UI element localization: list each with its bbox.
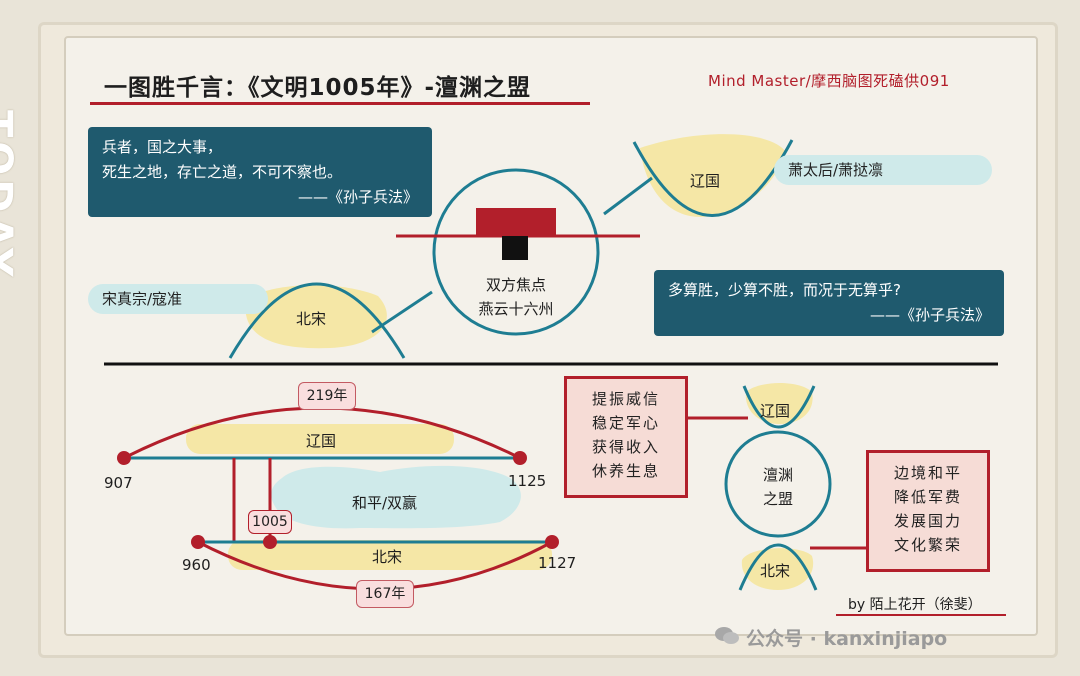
- song-duration-tag: 167年: [356, 580, 414, 608]
- effect-item: 提振威信: [591, 390, 660, 408]
- song-timeline-label: 北宋: [372, 548, 403, 566]
- quote-source: ——《孙子兵法》: [297, 188, 418, 206]
- author-signature: by 陌上花开（徐斐）: [848, 597, 982, 613]
- peace-label: 和平/双赢: [352, 494, 418, 512]
- effect-item: 发展国力: [893, 512, 962, 530]
- treaty-song-blob: [741, 548, 814, 590]
- song-effects-box: 边境和平 降低军费 发展国力 文化繁荣: [866, 450, 990, 572]
- effect-item: 降低军费: [893, 488, 962, 506]
- quote-box-top-left: 兵者，国之大事， 死生之地，存亡之道，不可不察也。 ——《孙子兵法》: [88, 127, 432, 217]
- quote-box-right: 多算胜，少算不胜，而况于无算乎? ——《孙子兵法》: [654, 270, 1004, 336]
- liao-start-dot: [117, 451, 131, 465]
- peace-cloud: [271, 465, 521, 529]
- wechat-icon: [715, 627, 739, 644]
- song-label: 北宋: [296, 310, 327, 328]
- treaty-name-line1: 澶渊: [762, 466, 793, 484]
- effect-item: 获得收入: [591, 438, 660, 456]
- treaty-song-curve: [738, 543, 818, 591]
- liao-duration-tag: 219年: [298, 382, 356, 410]
- quote-line: 兵者，国之大事，: [102, 138, 223, 156]
- signature-underline: [836, 614, 1006, 616]
- page-title: 一图胜千言：《文明1005年》-澶渊之盟: [104, 75, 532, 101]
- treaty-circle: [724, 430, 832, 538]
- liao-connector: [603, 176, 653, 216]
- title-underline: [90, 102, 590, 105]
- treaty-name-line2: 之盟: [762, 490, 793, 508]
- watermark-text: 公众号 · kanxinjiapo: [746, 628, 948, 650]
- treaty-song-label: 北宋: [760, 562, 791, 580]
- song-connector: [371, 290, 433, 334]
- brand-label: Mind Master/摩西脑图死磕供091: [708, 72, 950, 90]
- liao-blob: [640, 134, 786, 217]
- quote-line: 多算胜，少算不胜，而况于无算乎?: [668, 281, 901, 299]
- liao-timeline-label: 辽国: [306, 432, 337, 450]
- song-start-year: 960: [182, 556, 211, 574]
- liao-end-dot: [513, 451, 527, 465]
- focus-region: 燕云十六州: [478, 300, 554, 318]
- song-start-dot: [191, 535, 205, 549]
- liao-leaders-pill: 萧太后/萧挞凛: [774, 155, 992, 185]
- red-block: [476, 208, 556, 236]
- treaty-liao-blob: [745, 383, 813, 424]
- quote-source: ——《孙子兵法》: [869, 306, 990, 324]
- year-1005-tag: 1005: [248, 510, 292, 534]
- song-end-dot: [545, 535, 559, 549]
- liao-effects-box: 提振威信 稳定军心 获得收入 休养生息: [564, 376, 688, 498]
- liao-start-year: 907: [104, 474, 133, 492]
- liao-end-year: 1125: [508, 472, 547, 490]
- liao-label: 辽国: [690, 172, 721, 190]
- song-blob: [245, 285, 387, 349]
- effect-item: 休养生息: [591, 462, 660, 480]
- effect-item: 稳定军心: [591, 414, 660, 432]
- treaty-liao-label: 辽国: [760, 402, 791, 420]
- liao-curve: [632, 139, 794, 217]
- song-yellow-bar: [228, 540, 552, 570]
- effect-item: 文化繁荣: [893, 536, 962, 554]
- treaty-liao-curve: [742, 385, 816, 429]
- song-end-year: 1127: [538, 554, 577, 572]
- effect-item: 边境和平: [893, 464, 962, 482]
- liao-yellow-bar: [186, 424, 454, 454]
- year-1005-dot: [263, 535, 277, 549]
- song-leaders-pill: 宋真宗/寇准: [88, 284, 268, 314]
- quote-line: 死生之地，存亡之道，不可不察也。: [102, 163, 343, 181]
- focus-title: 双方焦点: [485, 276, 546, 294]
- black-block: [502, 236, 528, 260]
